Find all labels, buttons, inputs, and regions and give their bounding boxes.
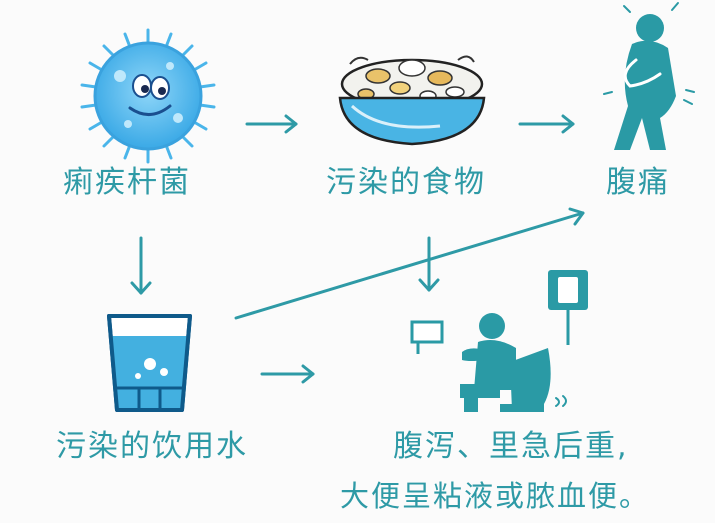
label-contaminated-water: 污染的饮用水 (56, 429, 248, 464)
bacterium-icon (80, 28, 216, 164)
person-stomach-ache-icon (603, 2, 695, 150)
arrow-food-to-symptom (418, 236, 440, 292)
label-symptom-line1: 腹泻、里急后重, (393, 429, 629, 464)
arrow-bacteria-to-food (245, 114, 298, 134)
water-glass-icon (107, 314, 192, 412)
label-bacteria: 痢疾杆菌 (63, 165, 191, 200)
label-contaminated-food: 污染的食物 (326, 165, 486, 200)
arrow-water-to-pain (234, 207, 585, 320)
food-bowl-icon (338, 55, 486, 146)
person-on-toilet-icon (410, 270, 588, 412)
label-abdominal-pain: 腹痛 (606, 165, 670, 200)
arrow-food-to-pain (518, 114, 575, 134)
arrow-water-to-symptom (260, 364, 315, 384)
arrow-bacteria-to-water (130, 236, 152, 295)
label-symptom-line2: 大便呈粘液或脓血便。 (340, 479, 651, 513)
